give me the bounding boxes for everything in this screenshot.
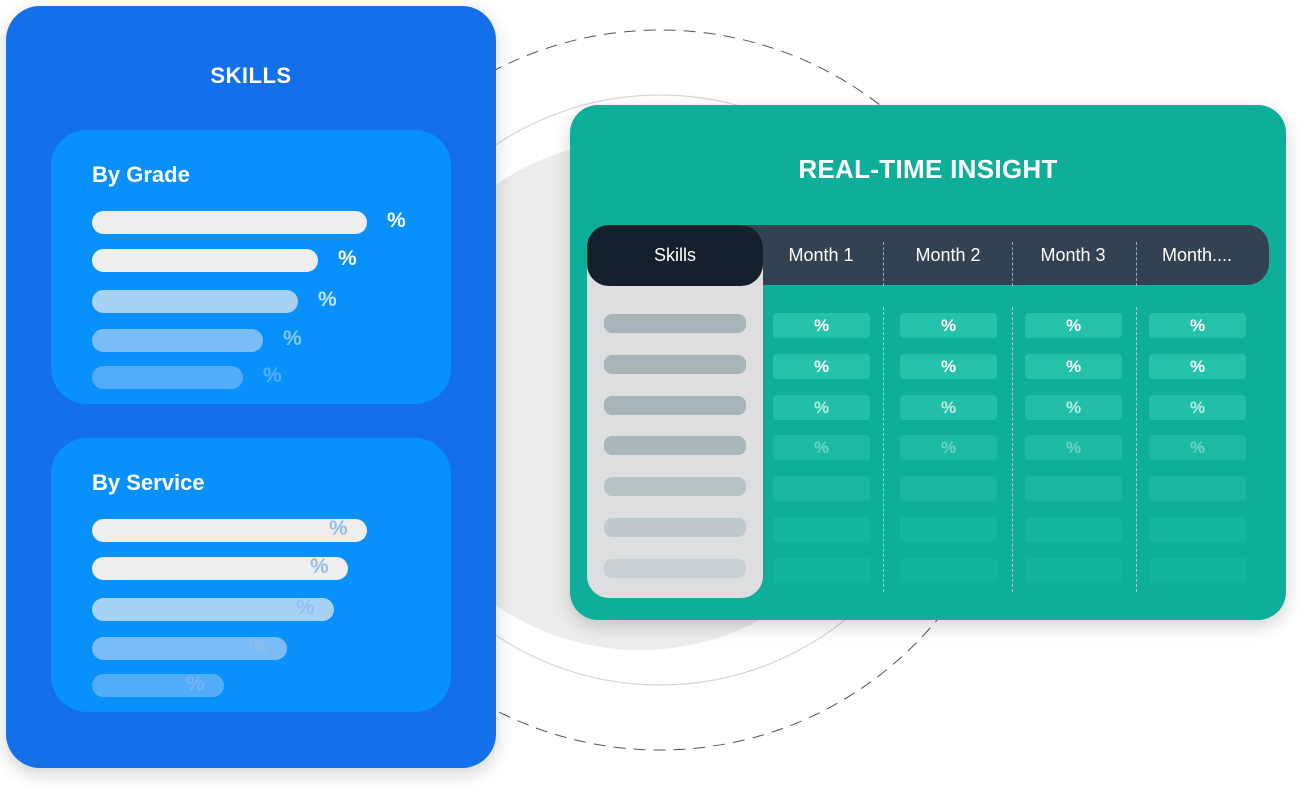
- insight-cell: %: [773, 354, 870, 379]
- by-grade-percent-label: %: [318, 288, 337, 311]
- insight-cell: [900, 558, 997, 583]
- skill-row-placeholder: [604, 436, 746, 455]
- insight-cell: %: [1149, 395, 1246, 420]
- by-grade-bar: [92, 249, 318, 272]
- insight-cell: [1025, 476, 1122, 501]
- by-service-percent-label: %: [310, 555, 329, 578]
- skill-row-placeholder: [604, 559, 746, 578]
- insight-cell: [773, 558, 870, 583]
- by-grade-bar: [92, 211, 367, 234]
- insight-cell: [1149, 476, 1246, 501]
- insight-cell: [900, 517, 997, 542]
- insight-cell: %: [1149, 435, 1246, 460]
- by-service-bar: [92, 557, 348, 580]
- by-service-bar: [92, 637, 287, 660]
- insight-cell: [773, 517, 870, 542]
- by-grade-percent-label: %: [387, 209, 406, 232]
- insight-cell: [1149, 558, 1246, 583]
- skills-panel-title: SKILLS: [210, 63, 292, 88]
- body-column-divider: [1136, 307, 1137, 592]
- by-service-percent-label: %: [249, 635, 268, 658]
- header-column-divider: [1012, 242, 1013, 286]
- by-grade-bar: [92, 366, 243, 389]
- by-grade-bar: [92, 290, 298, 313]
- by-service-title: By Service: [92, 470, 205, 495]
- skills-panel: SKILLS By Grade %%%%% By Service %%%%%: [6, 6, 496, 768]
- month-header-1: Month 1: [788, 245, 854, 265]
- by-service-percent-label: %: [186, 672, 205, 695]
- insight-cell: [900, 476, 997, 501]
- insight-cell: %: [900, 313, 997, 338]
- month-header-4: Month....: [1161, 245, 1233, 265]
- skill-row-placeholder: [604, 396, 746, 415]
- by-grade-title: By Grade: [92, 162, 190, 187]
- insight-cell: %: [1149, 354, 1246, 379]
- by-service-bar: [92, 674, 224, 697]
- skill-row-placeholder: [604, 314, 746, 333]
- skills-column-header: Skills: [587, 225, 763, 286]
- by-service-bar: [92, 519, 367, 542]
- insight-cell: %: [773, 395, 870, 420]
- skill-row-placeholder: [604, 518, 746, 537]
- by-grade-percent-label: %: [263, 364, 282, 387]
- real-time-insight-panel: REAL-TIME INSIGHT Skills Month 1 Month 2 M…: [570, 105, 1286, 620]
- insight-cell: [1025, 558, 1122, 583]
- insight-cell: %: [1025, 354, 1122, 379]
- by-grade-card: By Grade %%%%%: [51, 130, 451, 404]
- insight-cell: [1149, 517, 1246, 542]
- by-service-percent-label: %: [329, 517, 348, 540]
- body-column-divider: [883, 307, 884, 592]
- insight-cell: %: [773, 313, 870, 338]
- header-column-divider: [1136, 242, 1137, 286]
- skill-row-placeholder: [604, 477, 746, 496]
- insight-cell: %: [900, 435, 997, 460]
- insight-cell: %: [1025, 435, 1122, 460]
- insight-cell: %: [900, 354, 997, 379]
- by-grade-percent-label: %: [338, 247, 357, 270]
- insight-cell: %: [1149, 313, 1246, 338]
- by-grade-bar: [92, 329, 263, 352]
- skill-row-placeholder: [604, 355, 746, 374]
- by-service-card: By Service %%%%%: [51, 438, 451, 712]
- insight-cell: [773, 476, 870, 501]
- by-grade-percent-label: %: [283, 327, 302, 350]
- body-column-divider: [1012, 307, 1013, 592]
- by-service-bar: [92, 598, 334, 621]
- insight-cell: %: [900, 395, 997, 420]
- insight-cell: [1025, 517, 1122, 542]
- month-header-3: Month 3: [1040, 245, 1106, 265]
- header-column-divider: [883, 242, 884, 286]
- insight-cell: %: [1025, 395, 1122, 420]
- insight-cell: %: [773, 435, 870, 460]
- insight-panel-title: REAL-TIME INSIGHT: [798, 154, 1058, 184]
- insight-cell: %: [1025, 313, 1122, 338]
- by-service-percent-label: %: [296, 596, 315, 619]
- month-header-2: Month 2: [915, 245, 981, 265]
